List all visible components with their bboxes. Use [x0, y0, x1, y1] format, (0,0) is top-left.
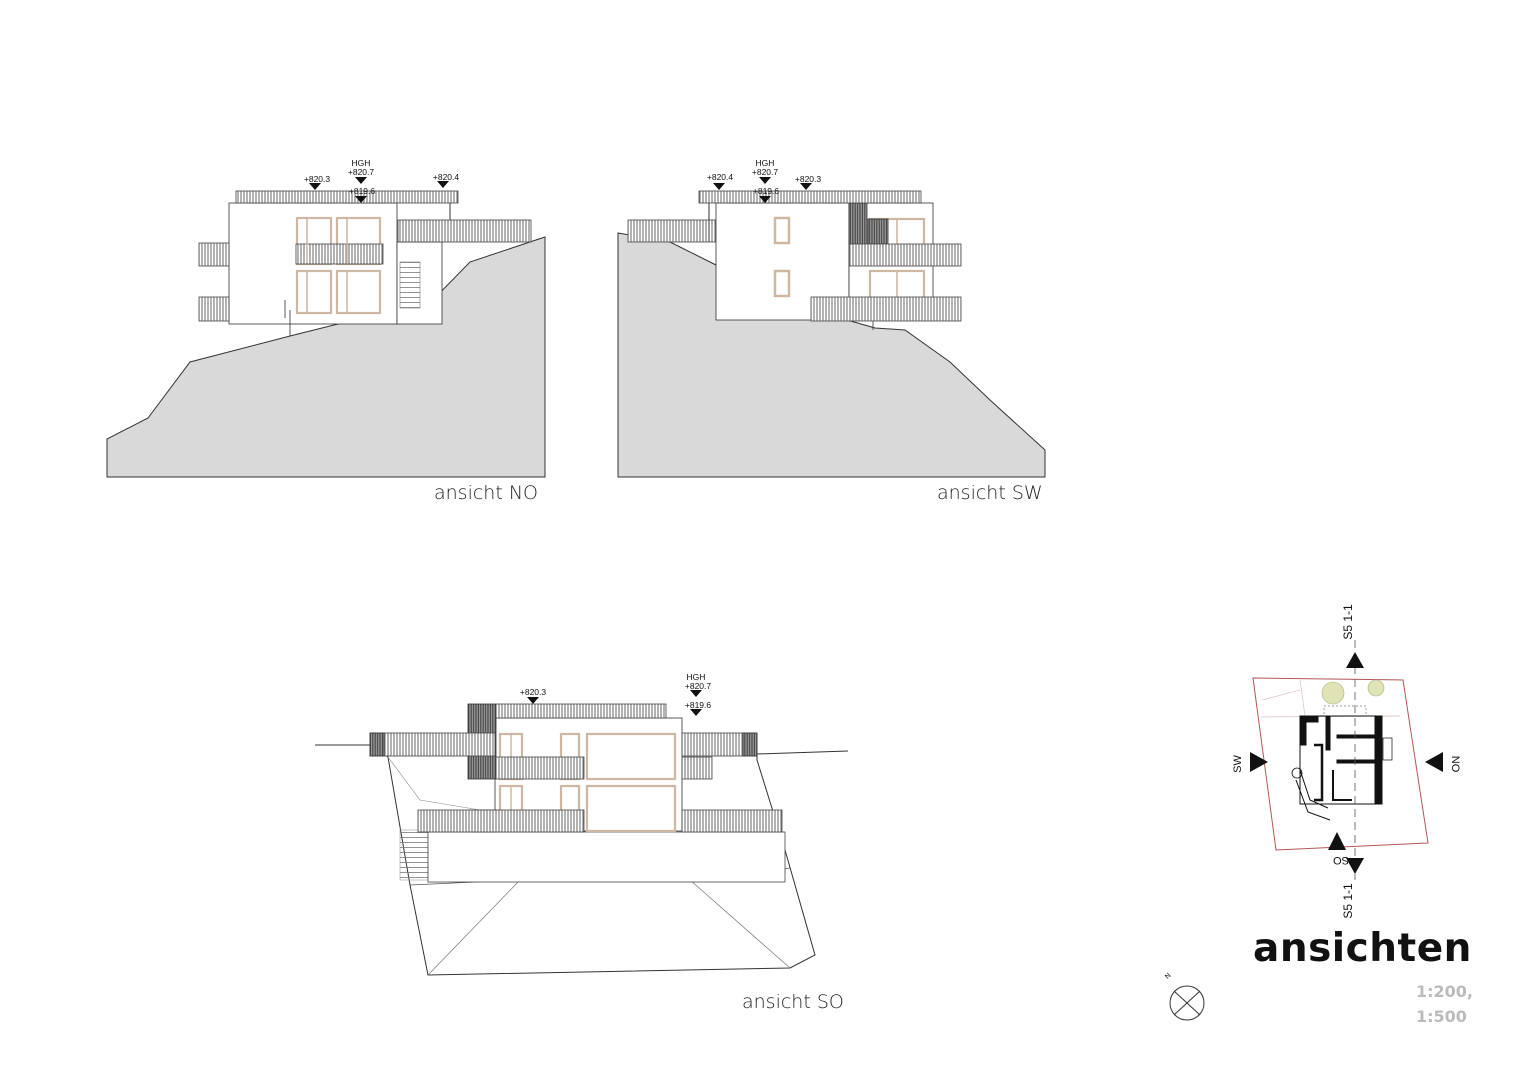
view-label-sw: ansicht SW — [937, 482, 1043, 504]
balcony-upper-sw — [848, 243, 962, 267]
elevation-sw: HGH +820.7 +820.4 +820.3 +819.6 — [617, 158, 1046, 478]
balcony-lower-right-so — [681, 809, 783, 833]
scale-label-1: 1:200, — [1416, 982, 1474, 1001]
level-hgh-title-no: HGH — [352, 158, 371, 168]
sheet-title: ansichten — [1253, 926, 1472, 971]
roof-railing-no — [235, 190, 459, 204]
level-hgh-value-sw: +820.7 — [752, 167, 779, 177]
terrace-left-end-so — [369, 732, 385, 757]
level-hgh-value-no: +820.7 — [348, 167, 375, 177]
arrow-sw-icon — [1250, 752, 1268, 772]
north-label: N — [1164, 972, 1173, 981]
arrow-s5-bottom-icon — [1346, 858, 1364, 874]
tree-icon — [1321, 681, 1345, 705]
stair-treads-no — [399, 261, 421, 309]
roof-railing-so — [495, 703, 667, 719]
view-label-so: ansicht SO — [742, 991, 844, 1013]
balcony-upper-right-so — [681, 756, 713, 780]
stair-so — [399, 829, 429, 881]
balcony-left-lower-no — [198, 296, 230, 322]
section-label-bottom: S5 1-1 — [1341, 883, 1355, 919]
level-right-sw: +820.3 — [795, 174, 822, 184]
terrace-left-so — [369, 732, 496, 757]
level-lower-no: +819.6 — [349, 186, 376, 196]
level-lower-sw: +819.6 — [753, 186, 780, 196]
terrace-railing-no — [397, 219, 532, 243]
view-label-no: ansicht NO — [434, 482, 539, 504]
level-left-sw: +820.4 — [707, 172, 734, 182]
level-left-no: +820.3 — [304, 174, 331, 184]
shutter-sw — [867, 218, 889, 245]
floor-plan — [1295, 715, 1393, 821]
level-markers-so — [527, 690, 702, 716]
level-hgh-title-sw: HGH — [756, 158, 775, 168]
direction-label-sw: SW — [1232, 755, 1244, 773]
arrow-s5-top-icon — [1346, 652, 1364, 668]
section-label-top: S5 1-1 — [1341, 604, 1355, 640]
balcony-left-upper-no — [198, 242, 230, 267]
arrow-no-icon — [1425, 752, 1443, 772]
plot-boundary — [1252, 677, 1429, 851]
terrace-right-end-so — [742, 732, 758, 757]
level-hgh-value-so: +820.7 — [685, 681, 712, 691]
direction-label-so: SO — [1333, 854, 1349, 866]
small-windows-sw — [773, 216, 791, 298]
tree-icon — [1367, 679, 1385, 697]
level-lower-so: +819.6 — [685, 700, 712, 710]
plinth-so — [427, 831, 786, 883]
arrow-so-icon — [1328, 832, 1346, 850]
balcony-lower-sw — [810, 296, 962, 322]
elevation-so: +820.3 HGH +820.7 +819.6 — [315, 672, 849, 976]
elevation-no: HGH +820.7 +820.3 +820.4 +819.6 — [106, 158, 546, 478]
level-left-so: +820.3 — [520, 687, 547, 697]
direction-label-no: NO — [1449, 756, 1461, 773]
level-right-no: +820.4 — [433, 172, 460, 182]
balcony-lower-so — [417, 809, 585, 833]
key-plan: S5 1-1 S5 1-1 SW NO SO — [1232, 604, 1461, 919]
level-markers-no — [309, 177, 449, 203]
balcony-rail-upper-no — [295, 243, 384, 265]
level-hgh-title-so: HGH — [687, 672, 706, 682]
terrace-railing-sw — [627, 219, 719, 243]
scale-label-2: 1:500 — [1416, 1007, 1467, 1026]
north-arrow-icon: N — [1164, 972, 1205, 1021]
roof-railing-sw — [698, 190, 922, 204]
windows-lower-no — [295, 269, 382, 315]
level-markers-sw — [713, 177, 812, 203]
balcony-upper-so — [495, 756, 585, 780]
